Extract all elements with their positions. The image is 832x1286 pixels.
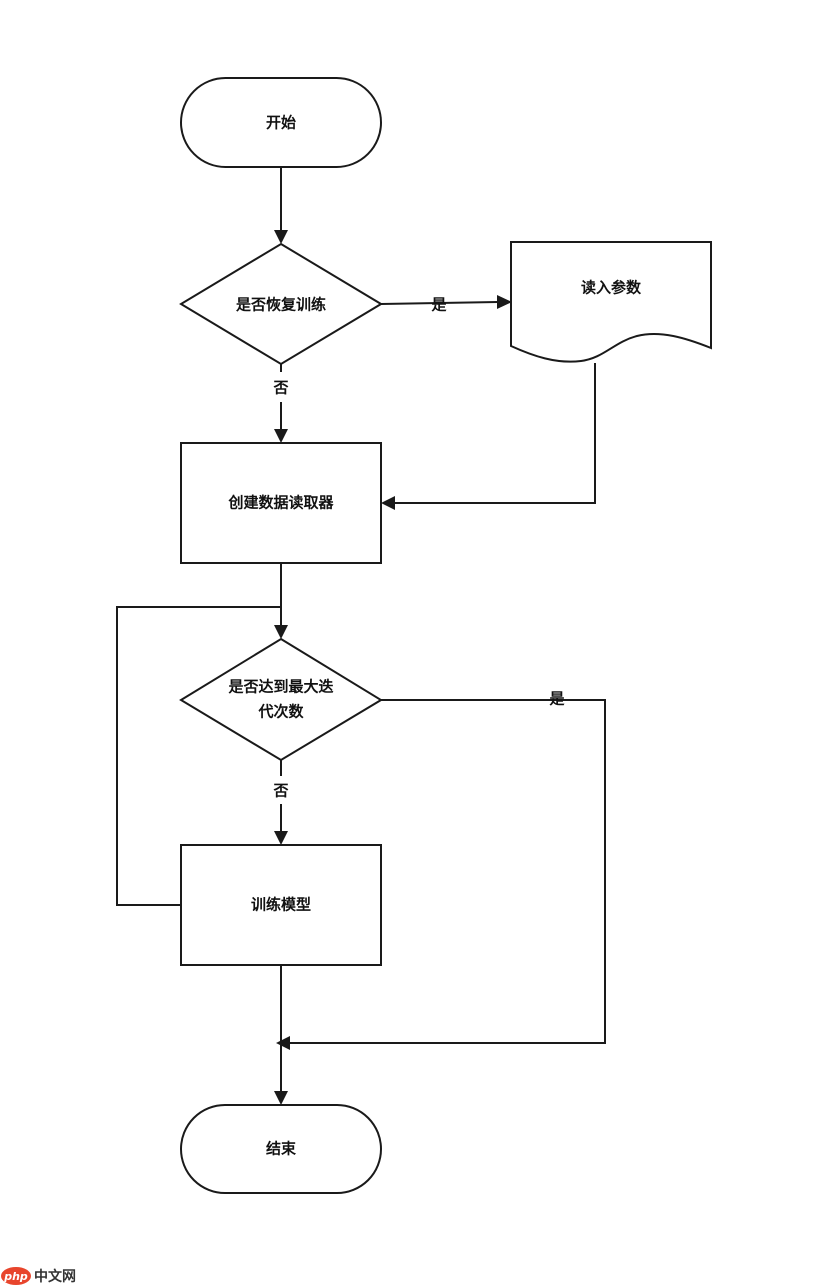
max-iter-yes-label: 是 — [548, 690, 565, 708]
edge-max-yes — [290, 699, 606, 1044]
resume-yes-label: 是 — [430, 296, 447, 314]
end-terminal — [180, 1104, 382, 1194]
resume-no-label: 否 — [272, 379, 288, 397]
resume-decision-label: 是否恢复训练 — [235, 296, 326, 314]
max-iter-label-line2: 代次数 — [257, 703, 304, 721]
watermark: php 中文网 — [1, 1267, 76, 1285]
watermark-logo-label: php — [3, 1270, 28, 1283]
arrowhead — [274, 230, 288, 244]
create-reader-label: 创建数据读取器 — [227, 494, 334, 512]
start-terminal — [180, 77, 382, 168]
max-iter-decision — [179, 637, 383, 762]
edge-params-to-reader — [394, 363, 596, 504]
arrowhead — [274, 429, 288, 443]
arrowhead — [274, 625, 288, 639]
watermark-text: 中文网 — [34, 1268, 76, 1285]
edge-loop-back — [116, 606, 281, 906]
max-iter-no-label: 否 — [272, 782, 288, 800]
start-label: 开始 — [266, 114, 296, 132]
arrowhead — [497, 295, 512, 309]
train-model-process — [180, 844, 382, 966]
train-model-label: 训练模型 — [251, 896, 311, 914]
arrowhead — [381, 496, 395, 510]
read-params-label: 读入参数 — [581, 279, 642, 297]
arrowhead — [274, 831, 288, 845]
resume-decision — [179, 242, 383, 366]
arrowhead — [274, 1091, 288, 1105]
max-iter-label-line1: 是否达到最大迭 — [227, 678, 333, 696]
edge-resume-yes — [380, 301, 499, 305]
create-reader-process — [180, 442, 382, 564]
end-label: 结束 — [266, 1140, 297, 1158]
arrowhead — [276, 1036, 290, 1050]
read-params-document — [510, 241, 712, 363]
watermark-logo-icon — [1, 1267, 31, 1285]
